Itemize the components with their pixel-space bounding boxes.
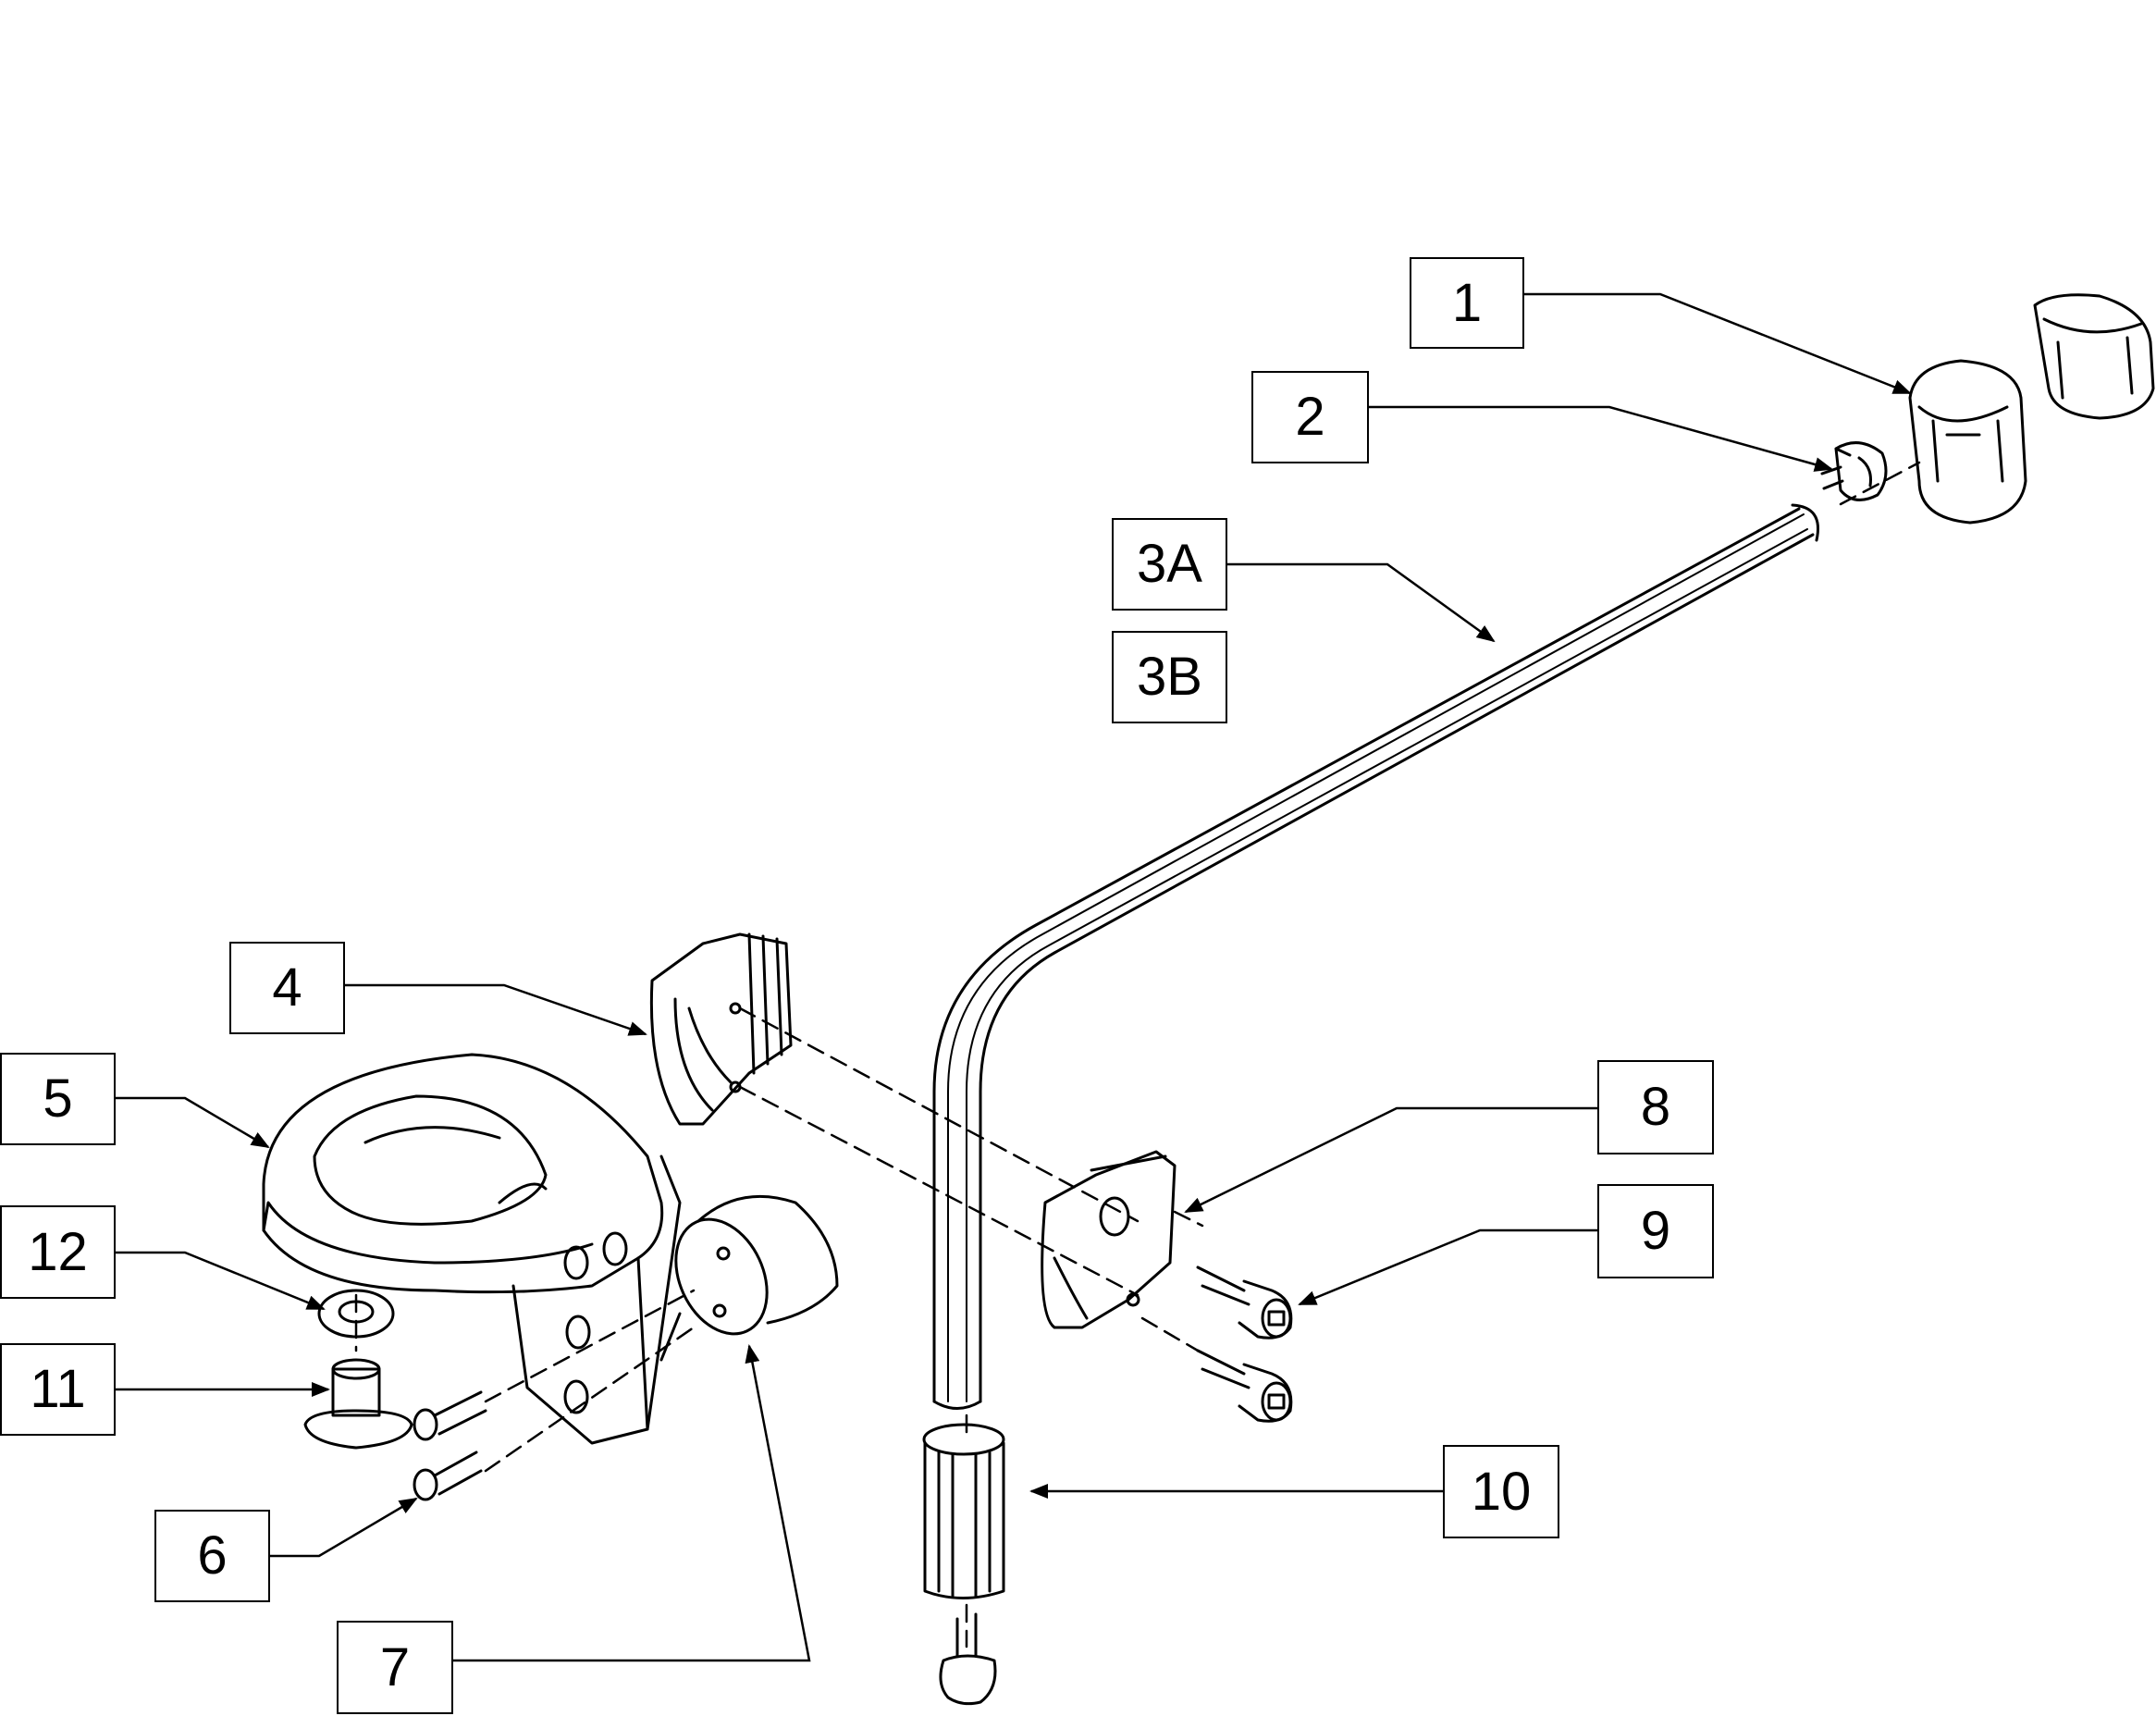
callout-6: 6 [154,1510,270,1602]
callout-8: 8 [1597,1060,1714,1154]
sleeve-collar-front [1908,359,2027,525]
socket-screw-lower [1196,1349,1293,1423]
flat-head-screw-upper [413,1390,487,1441]
callout-12-label: 12 [28,1221,88,1282]
callout-4-label: 4 [272,957,302,1018]
leader-3 [1227,562,1496,643]
clamp-half-upper [649,932,793,1126]
callout-9: 9 [1597,1184,1714,1278]
round-bracket [262,1053,682,1445]
leader-lines [116,292,1912,1662]
leader-1 [1524,292,1912,395]
leader-9 [1298,1228,1597,1306]
sleeve-collar-back [2033,293,2155,420]
leader-12 [116,1251,326,1311]
bent-tube [932,503,1819,1410]
callout-8-label: 8 [1640,1077,1671,1137]
leader-8 [1184,1106,1597,1214]
callout-3a: 3A [1112,518,1227,611]
leader-4 [345,983,647,1036]
socket-screw-upper [1196,1265,1293,1339]
callout-4: 4 [229,942,345,1034]
button-head-screw [303,1358,413,1450]
callout-6-label: 6 [197,1525,228,1586]
callout-7: 7 [337,1621,453,1714]
callout-11: 11 [0,1343,116,1436]
callout-1-label: 1 [1451,272,1483,333]
callout-5: 5 [0,1053,116,1145]
assembly-guides [354,461,1921,1648]
callout-9-label: 9 [1640,1201,1671,1261]
knob-mount [659,1194,839,1362]
clamp-half-lower [1041,1150,1177,1329]
flat-head-screw-lower [413,1451,483,1501]
callout-5-label: 5 [43,1068,73,1129]
end-plug-top [1820,441,1888,501]
callout-2-label: 2 [1295,387,1325,447]
leader-7 [453,1344,811,1662]
callout-10-label: 10 [1471,1461,1532,1522]
leader-2 [1369,405,1833,472]
callout-10: 10 [1443,1445,1559,1538]
callout-7-label: 7 [379,1636,411,1697]
callout-3b-label: 3B [1137,647,1202,707]
leader-6 [270,1497,418,1558]
callout-11-label: 11 [30,1359,86,1419]
grip-sleeve [922,1423,1005,1599]
callout-1: 1 [1410,257,1524,349]
callout-12: 12 [0,1205,116,1299]
callout-2: 2 [1251,371,1369,463]
callout-3b: 3B [1112,631,1227,723]
leader-5 [116,1096,270,1149]
callout-3a-label: 3A [1137,534,1202,594]
end-plug-bottom [939,1612,997,1706]
